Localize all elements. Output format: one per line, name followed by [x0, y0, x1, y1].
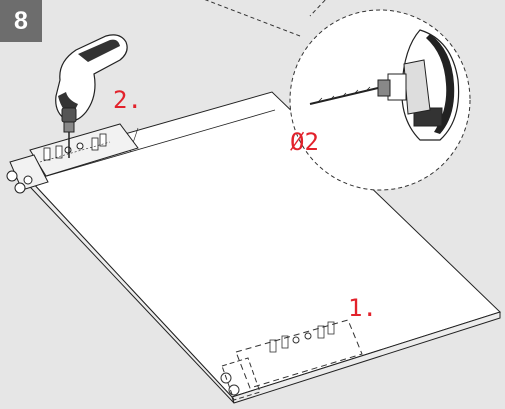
board-panel [15, 91, 501, 404]
zoom-pointer-line [204, 0, 301, 37]
drill-icon [55, 34, 128, 158]
step-1-label: 1. [348, 294, 377, 322]
drill-bit-size-label: Ø2 [290, 128, 319, 156]
drill-bit-detail-zoom [289, 9, 471, 191]
drill-jig-bottom-position [220, 319, 363, 401]
drill-jig-top [6, 123, 139, 194]
step-2-label: 2. [113, 86, 142, 114]
zoom-pointer-line-2 [309, 0, 326, 17]
step-number-badge: 8 [0, 0, 42, 42]
